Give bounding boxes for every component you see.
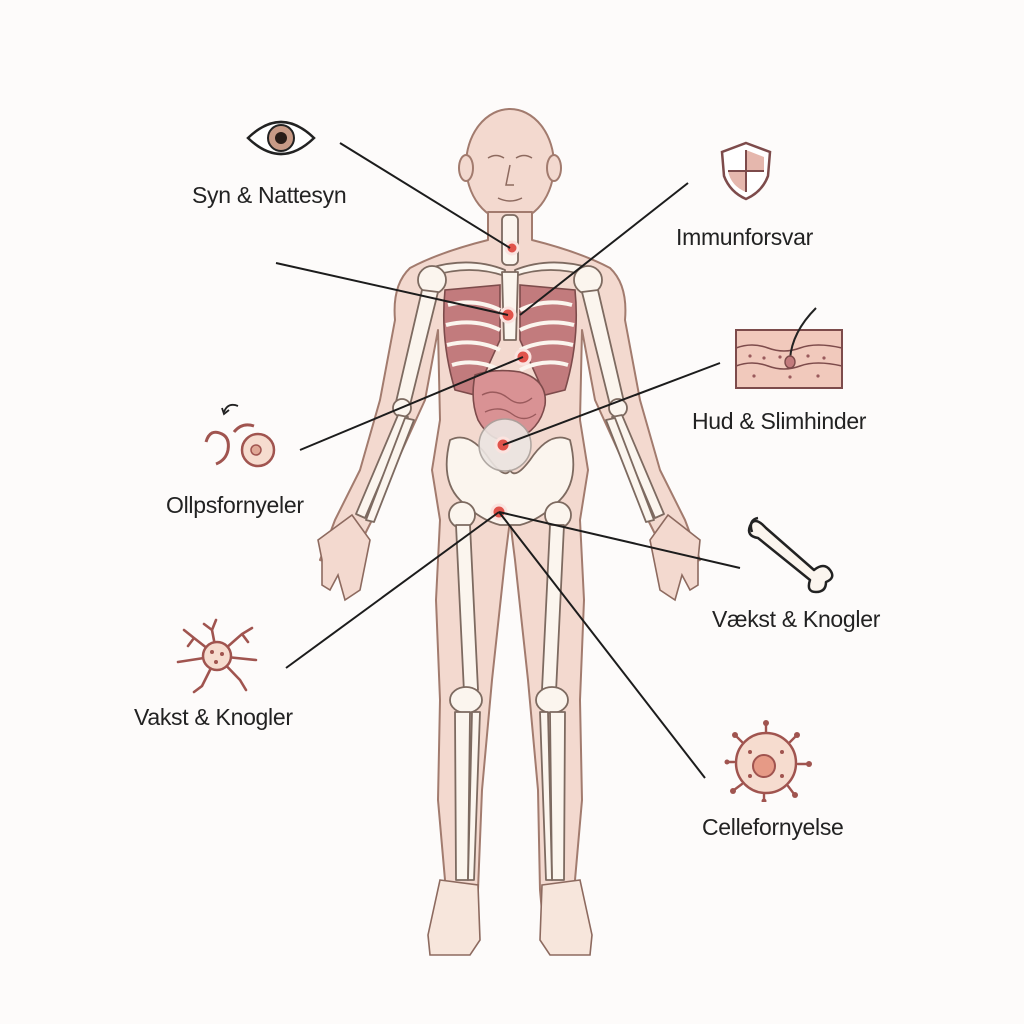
- label-growth-left: Vakst & Knogler: [134, 704, 293, 730]
- face: [487, 154, 533, 202]
- label-growth-right: Vækst & Knogler: [712, 606, 881, 632]
- label-immune: Immunforsvar: [676, 224, 813, 250]
- cell-cycle-icon: [204, 403, 276, 468]
- neuron-icon: [176, 618, 258, 694]
- label-cell-renewal: Cellefornyelse: [702, 814, 844, 840]
- label-vision: Syn & Nattesyn: [192, 182, 347, 208]
- label-cell-left: Ollpsfornyeler: [166, 492, 304, 518]
- eye-icon: [246, 120, 316, 156]
- callout-lines: [275, 142, 741, 779]
- cell-icon: [724, 720, 812, 802]
- skin-layer-icon: [735, 307, 843, 389]
- feet: [427, 879, 593, 956]
- shield-icon: [720, 141, 772, 201]
- hands: [317, 513, 701, 602]
- bone-icon: [747, 516, 834, 594]
- label-skin: Hud & Slimhinder: [692, 408, 867, 434]
- skeleton: [355, 214, 665, 881]
